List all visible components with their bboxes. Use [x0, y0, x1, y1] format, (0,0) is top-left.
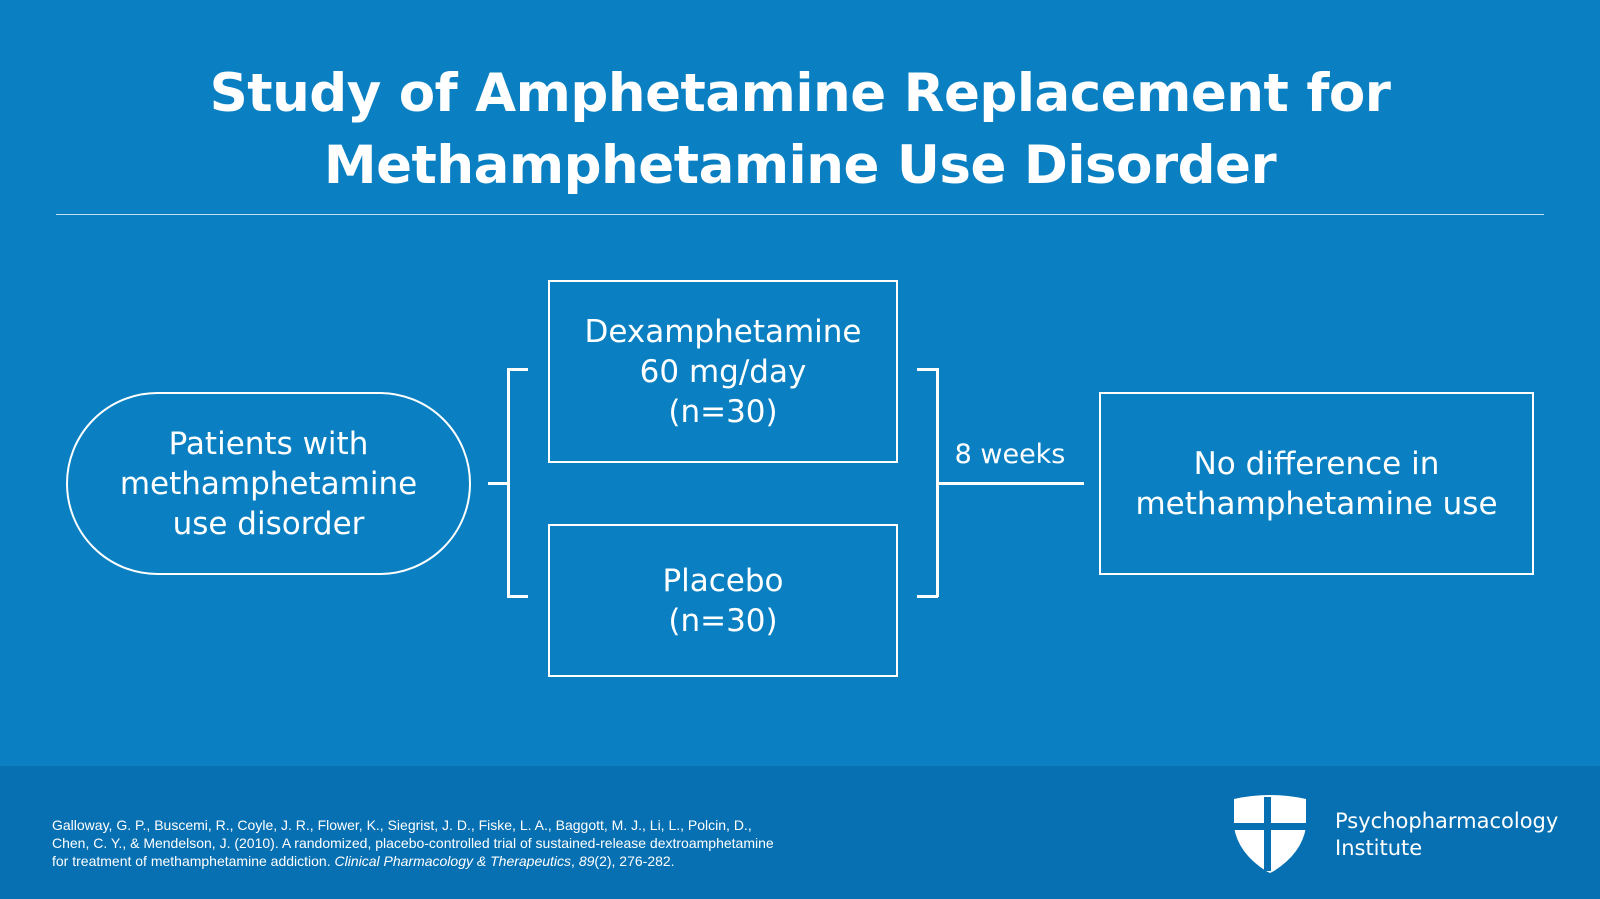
citation-line-3: for treatment of methamphetamine addicti… [52, 852, 952, 870]
patients-line-1: Patients with [168, 425, 369, 462]
dex-line-2: 60 mg/day [639, 353, 807, 390]
dex-line-1: Dexamphetamine [584, 313, 862, 350]
right-bracket-bottom [917, 595, 938, 598]
placebo-line-2: (n=30) [668, 602, 778, 639]
citation-journal: Clinical Pharmacology & Therapeutics [334, 853, 572, 869]
patients-node: Patients with methamphetamine use disord… [66, 392, 471, 575]
outcome-line-1: No difference in [1193, 445, 1440, 482]
left-bracket-top [507, 368, 528, 371]
arm-placebo-node: Placebo (n=30) [548, 524, 898, 677]
logo-line-1: Psychopharmacology [1335, 809, 1559, 833]
logo-wordmark: Psychopharmacology Institute [1335, 808, 1558, 862]
left-bracket-vertical [507, 368, 510, 597]
patients-line-2: methamphetamine [119, 465, 418, 502]
dex-line-3: (n=30) [668, 393, 778, 430]
placebo-line-1: Placebo [662, 562, 784, 599]
citation-volume: 89 [578, 853, 595, 869]
outcome-line-2: methamphetamine use [1135, 485, 1498, 522]
citation-line-3-prefix: for treatment of methamphetamine addicti… [52, 853, 335, 869]
shield-cross-icon [1234, 795, 1306, 873]
logo-line-2: Institute [1335, 836, 1423, 860]
citation-issue-pages: (2), 276-282. [594, 853, 675, 869]
patients-line-3: use disorder [172, 505, 365, 542]
citation-sep: , [571, 853, 579, 869]
title-line-1: Study of Amphetamine Replacement for [209, 63, 1391, 124]
duration-label: 8 weeks [954, 439, 1066, 470]
arm-dexamphetamine-node: Dexamphetamine 60 mg/day (n=30) [548, 280, 898, 463]
title-divider [56, 214, 1544, 215]
title-line-2: Methamphetamine Use Disorder [323, 135, 1277, 196]
citation: Galloway, G. P., Buscemi, R., Coyle, J. … [52, 816, 952, 870]
page-title: Study of Amphetamine Replacement for Met… [0, 58, 1600, 202]
connector-patients [488, 482, 508, 485]
right-bracket-top [917, 368, 938, 371]
citation-line-2: Chen, C. Y., & Mendelson, J. (2010). A r… [52, 835, 774, 851]
connector-outcome [936, 482, 1084, 485]
outcome-node: No difference in methamphetamine use [1099, 392, 1534, 575]
left-bracket-bottom [507, 595, 528, 598]
citation-line-1: Galloway, G. P., Buscemi, R., Coyle, J. … [52, 817, 752, 833]
footer-bar [0, 766, 1600, 899]
